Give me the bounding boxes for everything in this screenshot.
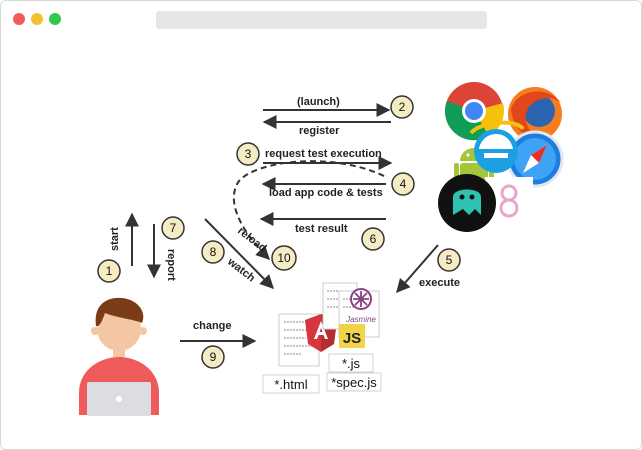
step-2: 2 xyxy=(390,95,414,119)
svg-text:5: 5 xyxy=(446,253,453,267)
ie-icon xyxy=(469,120,525,173)
svg-text:3: 3 xyxy=(245,147,252,161)
window-titlebar xyxy=(1,1,641,40)
maximize-window-button[interactable] xyxy=(49,13,61,25)
step-10: 10 xyxy=(271,245,297,271)
js-badge-label: JS xyxy=(343,330,361,347)
register-label: register xyxy=(299,125,340,137)
svg-text:6: 6 xyxy=(370,232,377,246)
jasmine-label: Jasmine xyxy=(345,315,376,324)
diagram-canvas: (launch) register request test execution… xyxy=(1,39,641,449)
karma-workflow-diagram: (launch) register request test execution… xyxy=(79,82,564,416)
phantomjs-icon xyxy=(438,174,496,232)
svg-text:9: 9 xyxy=(210,350,217,364)
reload-dashed-arrow xyxy=(233,160,385,260)
spec-label-box xyxy=(326,372,382,392)
safari-icon xyxy=(506,130,564,188)
svg-text:8: 8 xyxy=(210,245,217,259)
execute-label: execute xyxy=(419,277,460,289)
step-5: 5 xyxy=(437,248,461,272)
load-app-code-label: load app code & tests xyxy=(269,187,383,199)
js-badge-icon: JS xyxy=(339,324,365,348)
reload-label: reload xyxy=(235,225,268,255)
launch-label: (launch) xyxy=(297,96,340,108)
js-file-label: *.js xyxy=(342,356,361,371)
svg-text:10: 10 xyxy=(277,251,291,265)
step-4: 4 xyxy=(391,172,415,196)
report-label: report xyxy=(165,249,177,281)
js-label-box xyxy=(328,353,374,373)
request-test-execution-label: request test execution xyxy=(265,148,382,160)
svg-text:1: 1 xyxy=(106,264,113,278)
minimize-window-button[interactable] xyxy=(31,13,43,25)
watch-label: watch xyxy=(224,255,257,284)
svg-text:2: 2 xyxy=(399,100,406,114)
start-label: start xyxy=(109,227,121,251)
watch-arrow xyxy=(204,218,274,289)
html-file-label: *.html xyxy=(274,377,307,392)
change-label: change xyxy=(193,320,232,332)
svg-text:4: 4 xyxy=(400,177,407,191)
step-7: 7 xyxy=(161,216,185,240)
spec-file-label: *spec.js xyxy=(331,375,377,390)
address-bar[interactable] xyxy=(156,11,487,29)
step-1: 1 xyxy=(97,259,121,283)
test-result-label: test result xyxy=(295,223,348,235)
step-3: 3 xyxy=(236,142,260,166)
jasmine-icon: Jasmine xyxy=(345,288,376,324)
svg-text:7: 7 xyxy=(170,221,177,235)
close-window-button[interactable] xyxy=(13,13,25,25)
step-6: 6 xyxy=(361,227,385,251)
step-8: 8 xyxy=(201,240,225,264)
html-label-box xyxy=(262,374,320,394)
step-9: 9 xyxy=(201,345,225,369)
developer-avatar xyxy=(79,297,159,416)
execute-arrow xyxy=(396,244,439,294)
